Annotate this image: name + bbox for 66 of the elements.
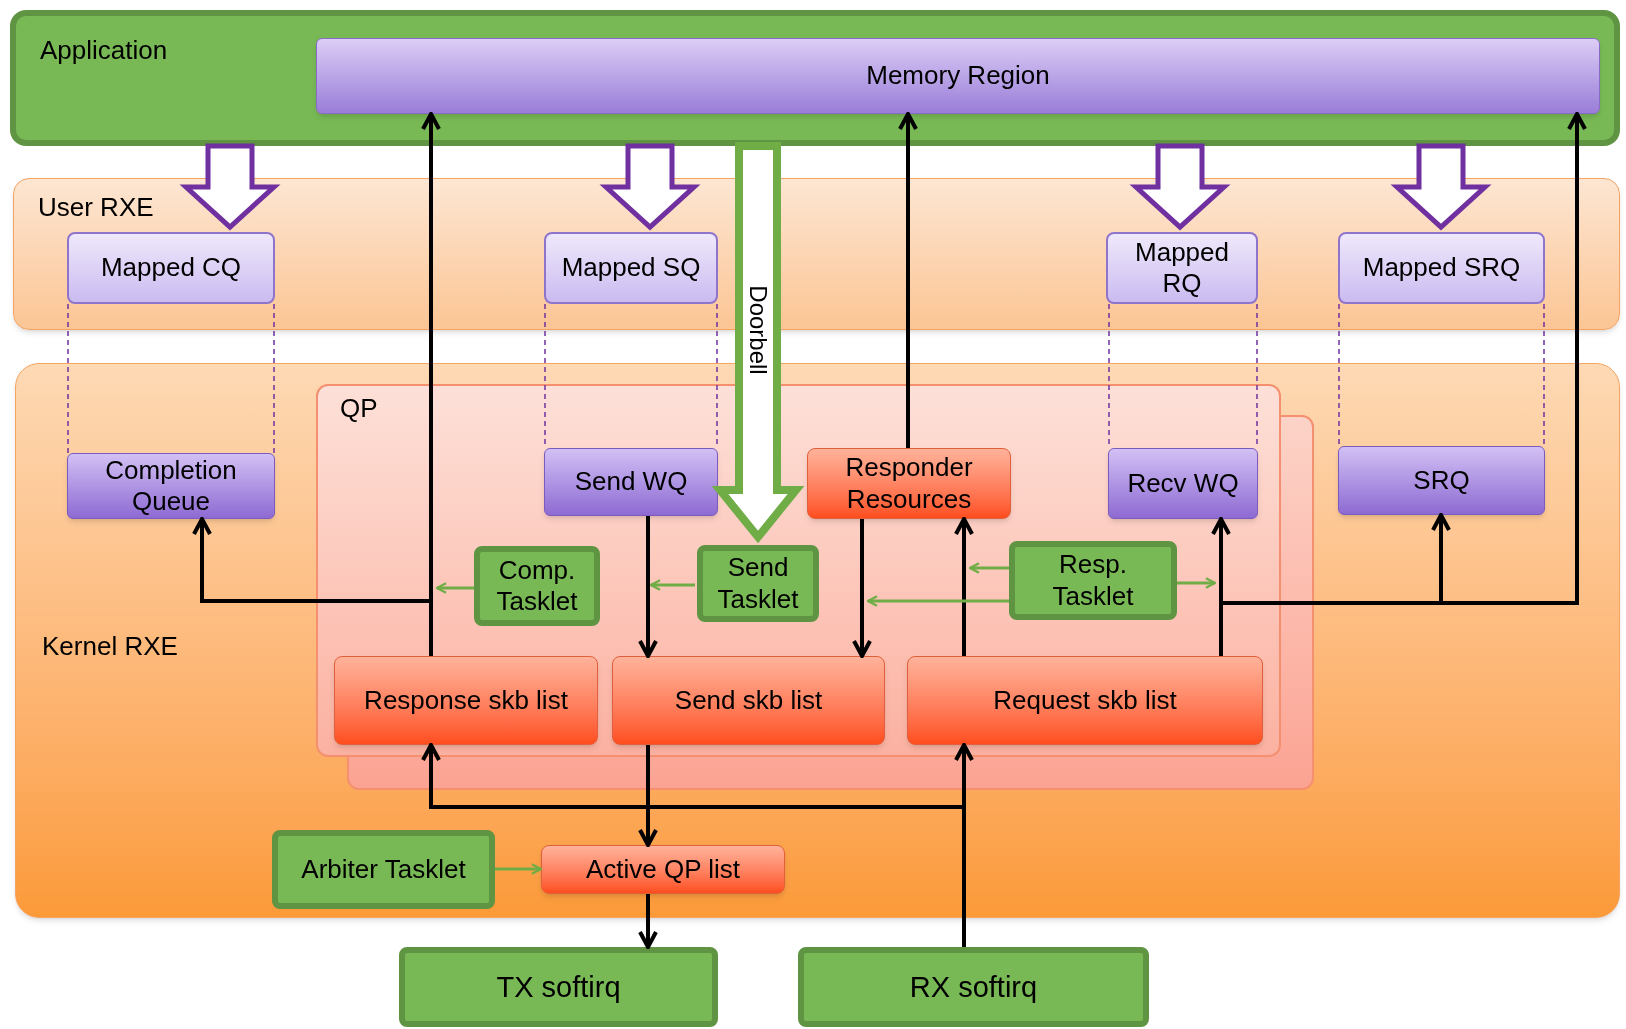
node-label: Request skb list [992,684,1178,717]
panel-heading: User RXE [38,191,154,224]
node-label: Recv WQ [1126,467,1240,500]
softirq-box [399,947,718,1027]
arrow [495,863,543,875]
queue-box [544,448,718,516]
node-label: Resp. Tasklet [1051,549,1135,612]
arrow [968,562,1009,574]
node-label: Response skb list [363,684,569,717]
arrow [898,112,918,448]
node-label: RX softirq [908,969,1039,1005]
arrow [638,894,658,949]
mapped-queue-box [544,232,718,304]
node-label: Mapped SRQ [1361,252,1522,284]
queue-box [1338,446,1545,515]
node-label: Mapped SQ [560,252,702,284]
panel-heading: Kernel RXE [42,630,178,663]
arrow [954,517,974,656]
list-box [612,656,885,745]
mapped-queue-box [1338,232,1545,304]
queue-box [67,453,275,519]
node-label: Send skb list [673,684,824,717]
list-box [541,845,785,894]
node-label: Mapped RQ [1134,236,1230,300]
arrow [638,516,658,658]
node-label: Mapped CQ [99,252,243,284]
list-box [807,448,1011,519]
block-arrow [179,143,281,231]
tasklet-box [697,545,819,622]
node-label: Arbiter Tasklet [300,853,467,886]
node-label: SRQ [1412,464,1471,497]
list-box [907,656,1263,745]
arrow [649,579,695,591]
block-arrow [1129,143,1231,231]
arrow [852,519,872,658]
arrow [638,745,658,847]
node-label: TX softirq [495,969,622,1005]
softirq-box [798,947,1149,1027]
node-label: Active QP list [584,853,742,886]
node-label: Comp. Tasklet [495,554,579,618]
queue-box [1108,448,1258,519]
dashed-line [67,303,275,454]
node-label: Responder Resources [844,452,974,515]
dashed-line [1338,303,1545,447]
arrow [435,582,474,594]
mapped-queue-box [67,232,275,304]
edge-label: Doorbell [746,285,770,375]
node-label: Memory Region [865,60,1051,92]
queue-pair-panel [316,384,1281,757]
block-arrow [599,143,701,231]
mapped-queue-box [1106,232,1258,304]
tasklet-box [272,830,495,909]
block-arrow [1390,143,1492,231]
list-box [334,656,598,745]
panel-heading: QP [340,392,378,425]
node-label: Completion Queue [104,454,238,518]
block-arrow [711,142,805,544]
arrow [866,595,1009,607]
tasklet-box [474,546,600,626]
memory-region-bar [316,38,1600,114]
node-label: Send WQ [573,466,689,498]
tasklet-box [1009,541,1177,620]
application-panel [10,10,1620,146]
panel-heading: Application [40,34,168,67]
node-label: Send Tasklet [716,552,800,615]
arrow [1177,577,1217,589]
